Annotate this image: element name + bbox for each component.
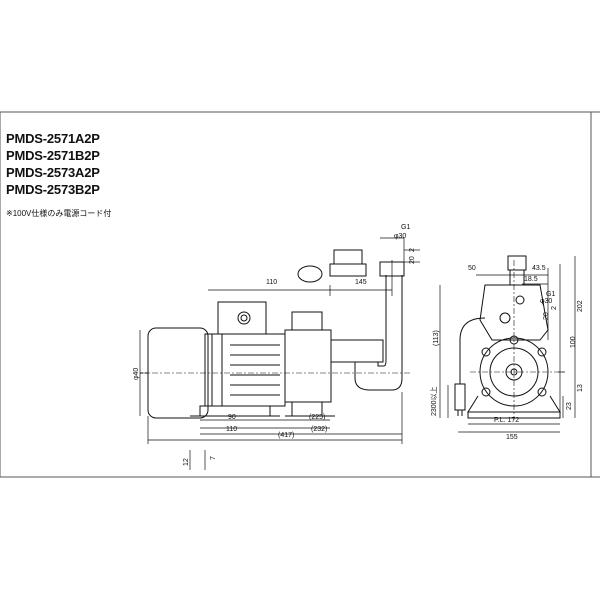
dim-90: 90 — [228, 414, 236, 421]
front-discharge-port — [507, 255, 527, 271]
model-name: PMDS-2571B2P — [6, 148, 100, 163]
dim-front-phi30: φ30 — [540, 298, 552, 305]
dim-50: 50 — [468, 265, 476, 272]
dim-202: 202 — [577, 300, 584, 312]
dim-20: 20 — [409, 256, 416, 264]
model-list: PMDS-2571A2P PMDS-2571B2P PMDS-2573A2P P… — [6, 130, 100, 198]
model-name: PMDS-2571A2P — [6, 131, 100, 146]
dim-pl172: P.L. 172 — [494, 417, 519, 424]
dim-13: 13 — [577, 384, 584, 392]
front-view — [439, 255, 576, 433]
dim-110-bottom: 110 — [226, 426, 237, 433]
dim-100: 100 — [570, 336, 577, 348]
dim-113: (113) — [433, 330, 440, 346]
dim-g1: G1 — [401, 224, 410, 231]
dim-front-g1: G1 — [546, 291, 555, 298]
power-cord-note: ※100V仕様のみ電源コード付 — [6, 209, 112, 218]
dim-417: (417) — [278, 432, 294, 439]
side-view — [138, 237, 420, 470]
terminal-box — [217, 301, 267, 335]
dim-front-20: 20 — [543, 312, 550, 320]
dim-23: 23 — [566, 402, 573, 410]
dim-phi30: φ30 — [394, 233, 406, 240]
dim-18-5: 18.5 — [524, 276, 538, 283]
pump-head — [284, 329, 332, 403]
dim-225: (225) — [309, 414, 325, 421]
model-name: PMDS-2573A2P — [6, 165, 100, 180]
front-upper-body — [479, 284, 549, 341]
dim-7: 7 — [210, 456, 217, 460]
dim-43-5: 43.5 — [532, 265, 546, 272]
dim-phi40: φ40 — [133, 368, 140, 380]
power-plug — [454, 383, 466, 411]
model-name: PMDS-2573B2P — [6, 182, 100, 197]
dim-12: 12 — [183, 458, 190, 466]
dim-155: 155 — [506, 434, 518, 441]
dim-front-2: 2 — [551, 306, 558, 310]
dim-110-top: 110 — [266, 279, 277, 286]
dim-232: (232) — [311, 426, 327, 433]
dim-145: 145 — [355, 279, 367, 286]
dim-2: 2 — [409, 248, 416, 252]
dim-2300: 2300以上 — [429, 386, 438, 416]
